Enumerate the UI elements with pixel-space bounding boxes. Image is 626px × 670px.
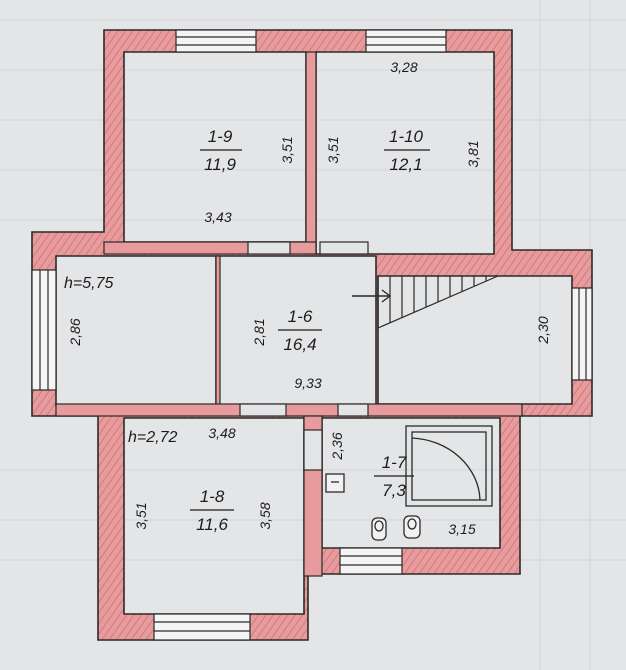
toilet [371, 517, 387, 541]
dimension: 3,51 [133, 502, 149, 529]
room-id: 1-9 [208, 127, 233, 146]
dimension: 3,43 [204, 209, 231, 225]
dimension: 3,15 [448, 521, 475, 537]
room-area: 11,6 [196, 515, 228, 534]
room-id: 1-10 [389, 127, 424, 146]
shower-cabin [405, 425, 493, 507]
dimension: 2,36 [329, 432, 345, 460]
dimension: 3,58 [257, 502, 273, 529]
dimension-labels: 3,28 3,51 3,51 3,81 3,43 2,86 2,81 9,33 … [67, 59, 551, 537]
room-id: 1-8 [200, 487, 225, 506]
height-label: h=2,72 [128, 429, 177, 446]
boiler [325, 473, 345, 493]
room-area: 7,3 [382, 481, 406, 500]
door-openings [239, 241, 369, 471]
dimension: 3,51 [325, 136, 341, 163]
window-bottom [153, 613, 251, 641]
staircase [377, 275, 499, 329]
dimension: 3,28 [390, 59, 417, 75]
room-id: 1-6 [288, 307, 313, 326]
room-id: 1-7 [382, 453, 407, 472]
windows [31, 29, 593, 641]
dimension: 3,81 [465, 140, 481, 167]
dimension: 2,30 [535, 316, 551, 344]
room-labels: 1-9 11,9 1-10 12,1 1-6 16,4 1-8 11,6 1-7… [190, 127, 430, 534]
window-top-right [365, 29, 447, 53]
room-area: 16,4 [283, 335, 316, 354]
dimension: 9,33 [294, 375, 321, 391]
bathroom-fixtures [325, 473, 421, 541]
height-label: h=5,75 [64, 275, 113, 292]
room-area: 11,9 [204, 155, 236, 174]
window-bathroom [339, 547, 403, 575]
window-top-left [175, 29, 257, 53]
window-right [571, 287, 593, 381]
room-area: 12,1 [389, 155, 422, 174]
dimension: 2,86 [67, 318, 83, 346]
window-left [31, 269, 57, 391]
dimension: 3,51 [279, 136, 295, 163]
stair-arrow [352, 289, 392, 303]
bidet [403, 515, 421, 539]
dimension: 3,48 [208, 425, 235, 441]
ceiling-heights: h=5,75 h=2,72 [64, 275, 177, 446]
dimension: 2,81 [251, 318, 267, 346]
